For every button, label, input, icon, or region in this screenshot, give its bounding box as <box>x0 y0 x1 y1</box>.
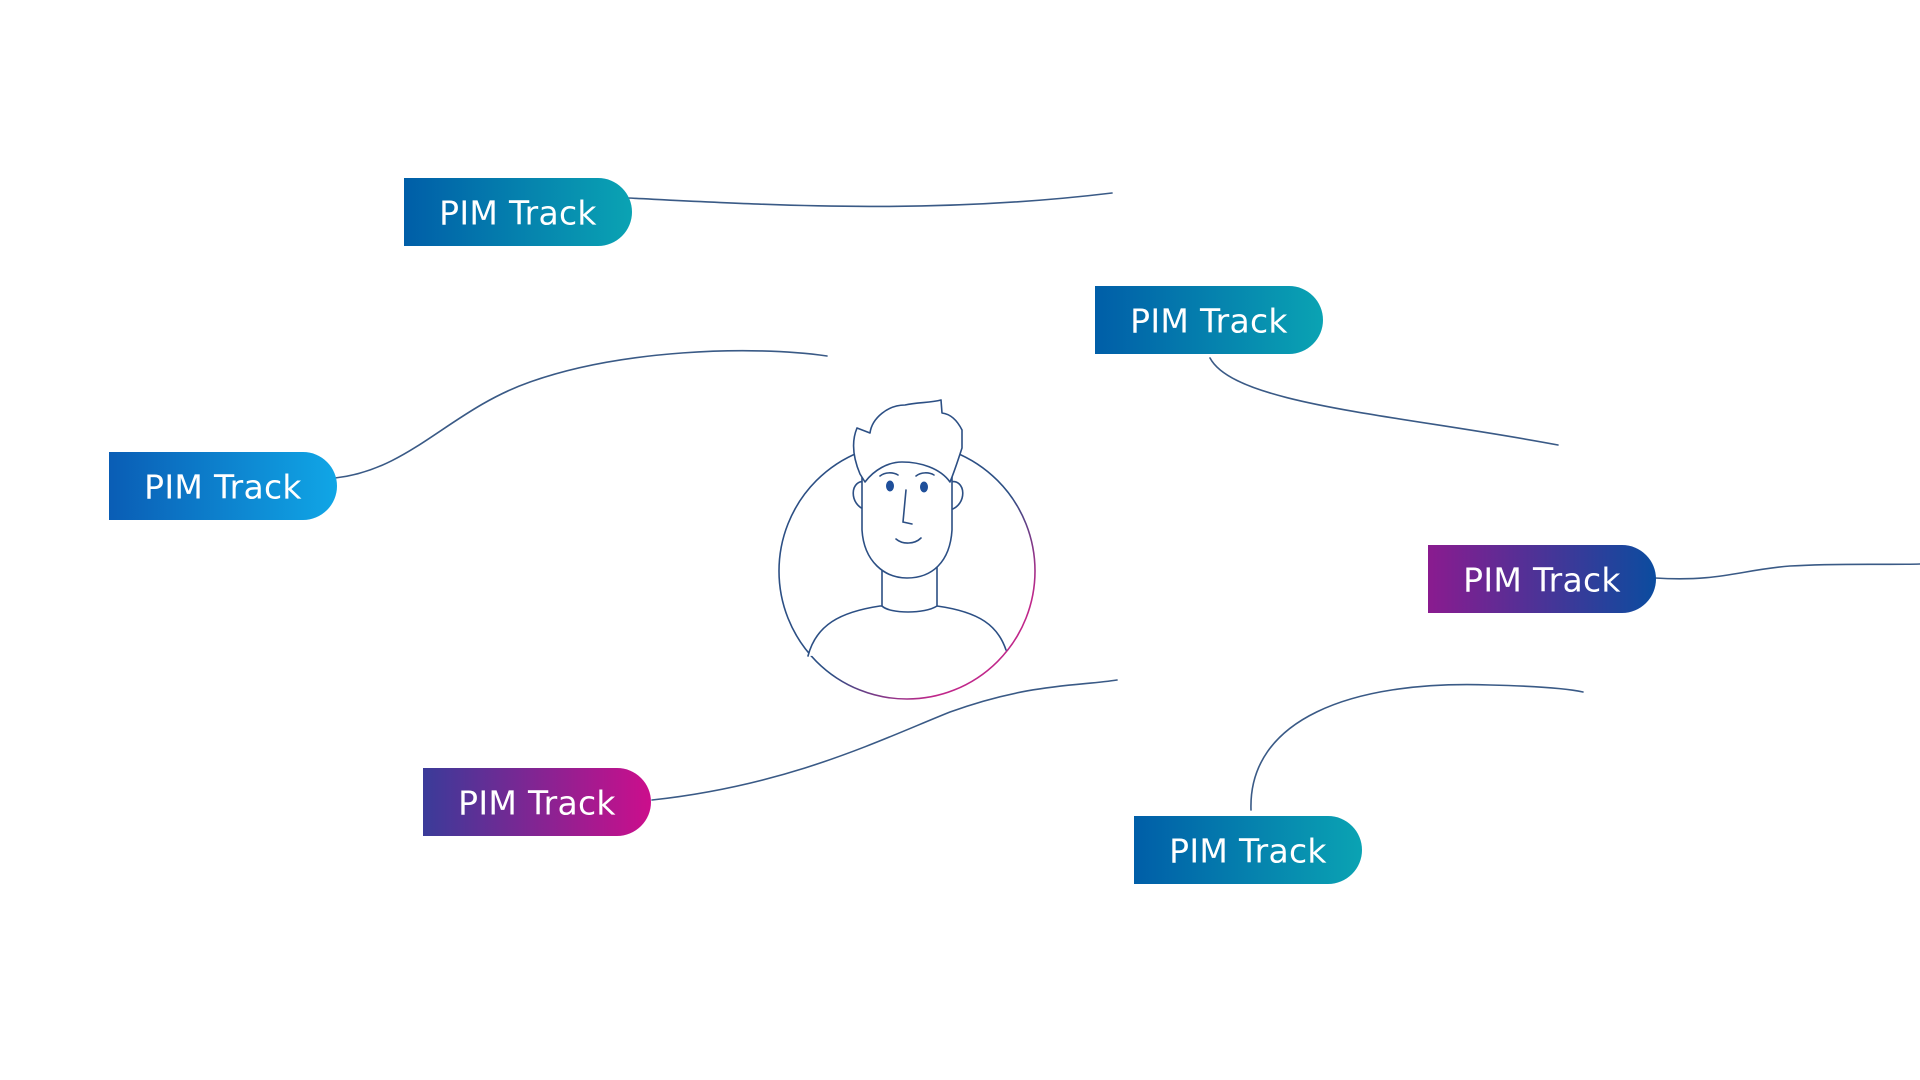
node-top-pill <box>404 178 632 246</box>
avatar-brow-right <box>915 472 935 477</box>
avatar-eye-left <box>886 480 894 492</box>
node-upper-right-pill <box>1095 286 1323 354</box>
connector-upper-right <box>1209 357 1559 446</box>
avatar-brow-left <box>879 472 899 477</box>
node-upper-right[interactable]: PIM Track <box>1095 286 1323 354</box>
node-right-label: PIM Track <box>1463 561 1621 600</box>
node-bottom-left[interactable]: PIM Track <box>423 768 651 836</box>
node-top-label: PIM Track <box>439 194 597 233</box>
avatar-torso <box>807 605 1007 657</box>
node-bottom-right[interactable]: PIM Track <box>1134 816 1362 884</box>
node-right-pill <box>1428 545 1656 613</box>
node-left-label: PIM Track <box>144 468 302 507</box>
node-left-pill <box>109 452 337 520</box>
avatar-nose <box>902 489 913 525</box>
connector-bottom-left <box>651 679 1118 801</box>
connector-lines <box>334 192 1920 811</box>
avatar-mouth <box>895 537 922 544</box>
connector-top <box>627 192 1113 208</box>
node-bottom-left-pill <box>423 768 651 836</box>
node-right[interactable]: PIM Track <box>1428 545 1656 613</box>
avatar-hair <box>852 399 963 483</box>
node-bottom-right-label: PIM Track <box>1169 832 1327 871</box>
avatar-eye-right <box>920 481 928 493</box>
connector-left <box>334 349 828 479</box>
connector-bottom-right <box>1250 683 1584 811</box>
avatar-ear-right <box>949 481 964 511</box>
node-upper-right-label: PIM Track <box>1130 302 1288 341</box>
node-bottom-left-label: PIM Track <box>458 784 616 823</box>
node-top[interactable]: PIM Track <box>404 178 632 246</box>
node-left[interactable]: PIM Track <box>109 452 337 520</box>
avatar-face <box>861 451 953 579</box>
node-bottom-right-pill <box>1134 816 1362 884</box>
connector-right <box>1654 563 1920 580</box>
person-avatar-icon <box>778 399 1036 700</box>
